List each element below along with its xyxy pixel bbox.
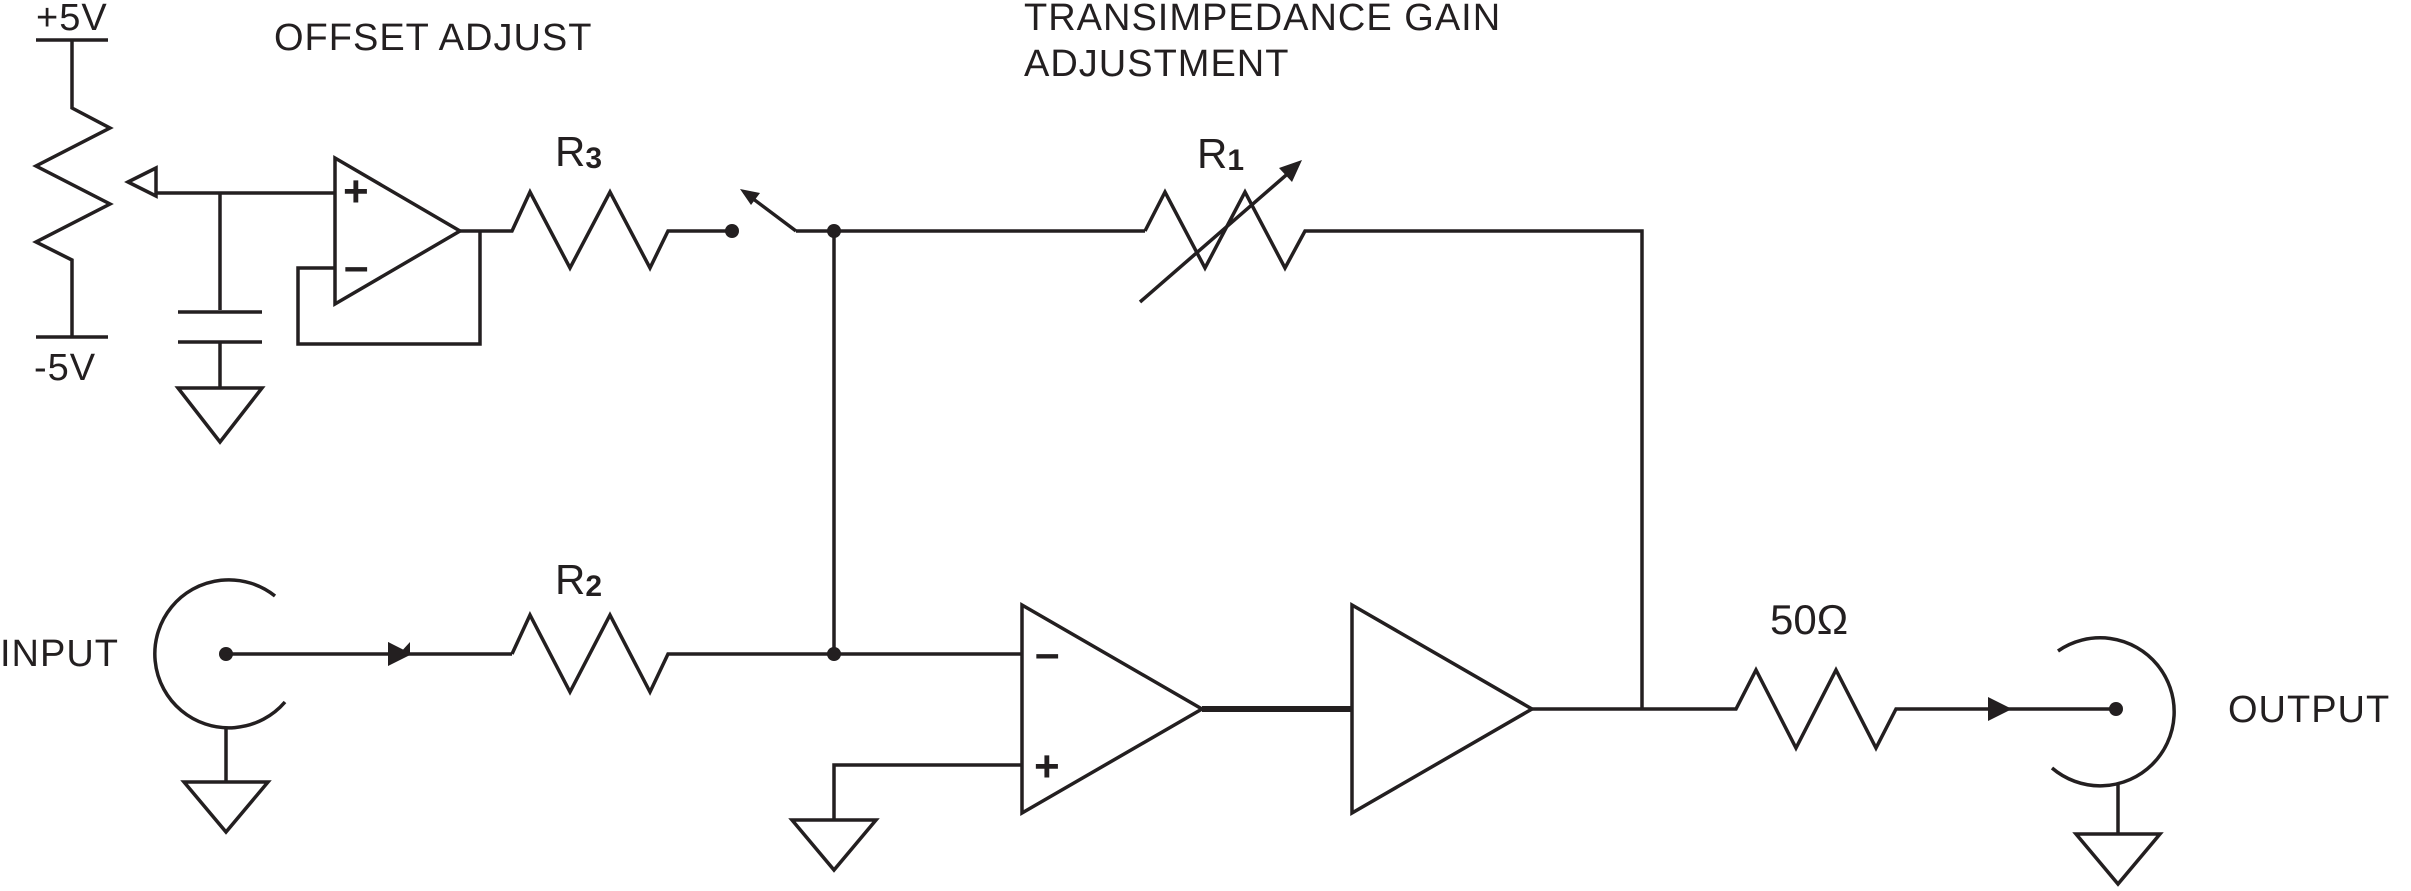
cap-ground-icon <box>174 386 266 445</box>
offset-buffer-opamp <box>333 154 464 308</box>
input-label: INPUT <box>0 633 119 675</box>
output-ground-icon <box>2072 832 2164 887</box>
pos-supply-label: +5V <box>36 0 108 39</box>
neg-supply-label: -5V <box>34 347 96 389</box>
buffer-feedback-wire <box>296 231 482 346</box>
output-label: OUTPUT <box>2228 689 2390 731</box>
buffer-minus-sign: – <box>344 242 368 291</box>
output-connector-center <box>2109 702 2123 716</box>
r1-index: 1 <box>1227 144 1244 177</box>
switch-arrow-icon <box>740 189 760 205</box>
offset-potentiometer <box>32 40 114 336</box>
switch-contact <box>725 224 739 238</box>
gain-adjust-label-line1: TRANSIMPEDANCE GAIN <box>1024 0 1501 39</box>
resistor-r3 <box>460 188 730 272</box>
r3-index: 3 <box>585 142 602 175</box>
main-opamp <box>1020 601 1206 817</box>
noninverting-ground-wire <box>832 763 1022 820</box>
input-arrow-icon <box>388 642 412 666</box>
resistor-50-ohm <box>1532 666 2118 752</box>
main-minus-sign: – <box>1035 629 1059 678</box>
r3-label: R3 <box>555 128 602 175</box>
r2-index: 2 <box>585 570 602 603</box>
pot-wiper-arrow-icon <box>124 165 158 199</box>
input-connector <box>153 578 287 730</box>
resistor-r2 <box>510 611 1022 696</box>
r1-label: R1 <box>1197 130 1244 177</box>
buffer-plus-sign: + <box>343 167 369 216</box>
input-ground-icon <box>180 780 272 835</box>
summing-node-dot <box>827 647 841 661</box>
opamp-ground-icon <box>788 818 880 873</box>
r2-label: R2 <box>555 556 602 603</box>
r1-variable-arrow-icon <box>1279 160 1302 182</box>
offset-adjust-label: OFFSET ADJUST <box>274 17 592 59</box>
output-connector <box>2050 636 2176 788</box>
gain-adjust-label-line2: ADJUSTMENT <box>1024 43 1289 85</box>
resistor-r1 <box>1143 188 1644 710</box>
r2-letter: R <box>555 556 585 603</box>
r3-letter: R <box>555 128 585 175</box>
output-arrow-icon <box>1988 697 2012 721</box>
r1-letter: R <box>1197 130 1227 177</box>
r1-variable-arrow <box>1138 168 1294 304</box>
main-plus-sign: + <box>1034 742 1060 791</box>
r-out-label: 50Ω <box>1770 596 1848 643</box>
output-buffer-amplifier <box>1350 601 1536 817</box>
